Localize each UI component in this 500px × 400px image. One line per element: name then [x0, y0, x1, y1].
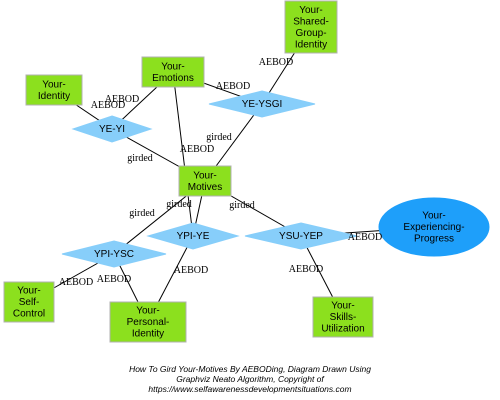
edge-labels-layer: AEBODAEBODgirdedAEBODAEBODgirdedAEBODAEB…: [59, 57, 382, 288]
node-label-line: Your-: [136, 306, 160, 317]
node-skills-utilization-box: [312, 296, 374, 338]
node-ye-ysgi-label: YE-YSGI: [242, 99, 283, 110]
node-ypi-ysc-label: YPI-YSC: [94, 249, 134, 260]
node-emotions: Your-Emotions: [141, 56, 205, 88]
edge-label-personal-identity-to-ypi-ysc: AEBOD: [97, 274, 131, 285]
node-label-line: Your-: [161, 61, 185, 72]
node-label-line: Self-: [19, 297, 40, 308]
node-identity: Your-Identity: [25, 74, 83, 106]
node-label-line: Your-: [331, 301, 355, 312]
node-motives-box: [178, 165, 232, 197]
node-experiencing-progress: Your-Experiencing-Progress: [378, 197, 490, 257]
node-skills-utilization: Your-Skills-Utilization: [312, 296, 374, 338]
node-label-line: YE-YI: [99, 124, 125, 135]
node-shared-group-identity-label: Your-Shared-Group-Identity: [293, 5, 329, 51]
node-label-line: Identity: [38, 91, 70, 102]
node-label-line: Progress: [414, 234, 454, 245]
diagram-caption: How To Gird Your-Motives By AEBODing, Di…: [100, 364, 400, 394]
node-emotions-box: [141, 56, 205, 88]
edge-label-ypi-ysc-to-motives: girded: [129, 208, 155, 219]
node-ypi-ye-label: YPI-YE: [177, 231, 210, 242]
node-experiencing-progress-ellipse: [378, 197, 490, 257]
node-ye-yi-diamond: [71, 115, 153, 143]
node-label-line: YE-YSGI: [242, 99, 283, 110]
node-label-line: YPI-YSC: [94, 249, 134, 260]
node-label-line: Experiencing-: [403, 222, 464, 233]
caption-line-2: Graphviz Neato Algorithm, Copyright of: [176, 374, 324, 384]
node-self-control-box: [3, 281, 55, 323]
node-ypi-ye-diamond: [146, 222, 240, 250]
node-ysu-yep-label: YSU-YEP: [279, 231, 323, 242]
node-identity-label: Your-Identity: [38, 79, 70, 102]
node-label-line: Your-: [42, 79, 66, 90]
edge-label-ye-ysgi-to-motives: girded: [206, 132, 232, 143]
node-self-control-label: Your-Self-Control: [13, 286, 45, 320]
node-label-line: Your-: [17, 286, 41, 297]
node-identity-box: [25, 74, 83, 106]
node-motives-label: Your-Motives: [188, 170, 222, 193]
node-shared-group-identity-box: [284, 0, 338, 54]
node-experiencing-progress-label: Your-Experiencing-Progress: [403, 211, 464, 245]
node-label-line: Motives: [188, 182, 222, 193]
edge-label-personal-identity-to-ypi-ye: AEBOD: [174, 265, 208, 276]
edge-label-skills-utilization-to-ysu-yep: AEBOD: [289, 264, 323, 275]
node-label-line: Your-: [299, 5, 323, 16]
edge-label-identity-to-ye-yi: AEBOD: [91, 100, 125, 111]
node-label-line: YSU-YEP: [279, 231, 323, 242]
node-label-line: Your-: [422, 211, 446, 222]
node-label-line: Shared-: [293, 16, 329, 27]
node-label-line: Skills-: [330, 312, 357, 323]
node-ypi-ye: YPI-YE: [146, 222, 240, 250]
node-label-line: Identity: [295, 39, 327, 50]
node-self-control: Your-Self-Control: [3, 281, 55, 323]
node-label-line: YPI-YE: [177, 231, 210, 242]
edge-label-emotions-to-ye-yi: AEBOD: [105, 94, 139, 105]
node-ye-yi: YE-YI: [71, 115, 153, 143]
node-label-line: Utilization: [321, 324, 364, 335]
edge-label-self-control-to-ypi-ysc: AEBOD: [59, 277, 93, 288]
edge-label-emotions-to-ye-ysgi: AEBOD: [216, 81, 250, 92]
node-ypi-ysc: YPI-YSC: [61, 240, 167, 268]
node-shared-group-identity: Your-Shared-Group-Identity: [284, 0, 338, 54]
node-label-line: Emotions: [152, 73, 194, 84]
edge-label-shared-group-identity-to-ye-ysgi: AEBOD: [259, 57, 293, 68]
node-label-line: Your-: [193, 170, 217, 181]
nodes-layer: Your-Shared-Group-IdentityYour-EmotionsY…: [3, 0, 490, 343]
node-ye-ysgi: YE-YSGI: [208, 90, 316, 118]
node-motives: Your-Motives: [178, 165, 232, 197]
node-ypi-ysc-diamond: [61, 240, 167, 268]
edge-label-ypi-ye-to-motives: girded: [166, 199, 192, 210]
node-personal-identity-label: Your-Personal-Identity: [127, 306, 170, 340]
node-label-line: Control: [13, 309, 45, 320]
edge-label-emotions-to-ypi-ye: AEBOD: [180, 144, 214, 155]
node-emotions-label: Your-Emotions: [152, 61, 194, 84]
edge-emotions-to-ypi-ye: [172, 71, 194, 237]
node-label-line: Group-: [295, 28, 326, 39]
edge-label-ye-yi-to-motives: girded: [127, 153, 153, 164]
caption-line-1: How To Gird Your-Motives By AEBODing, Di…: [129, 364, 371, 374]
node-ysu-yep: YSU-YEP: [244, 222, 358, 250]
edge-label-experiencing-progress-to-ysu-yep: AEBOD: [348, 232, 382, 243]
node-label-line: Identity: [132, 329, 164, 340]
node-skills-utilization-label: Your-Skills-Utilization: [321, 301, 364, 335]
node-label-line: Personal-: [127, 317, 170, 328]
node-ye-ysgi-diamond: [208, 90, 316, 118]
edge-label-ysu-yep-to-motives: girded: [229, 200, 255, 211]
node-personal-identity: Your-Personal-Identity: [109, 301, 187, 343]
caption-line-3: https://www.selfawarenessdevelopmentsitu…: [148, 384, 352, 394]
node-personal-identity-box: [109, 301, 187, 343]
node-ysu-yep-diamond: [244, 222, 358, 250]
node-ye-yi-label: YE-YI: [99, 124, 125, 135]
